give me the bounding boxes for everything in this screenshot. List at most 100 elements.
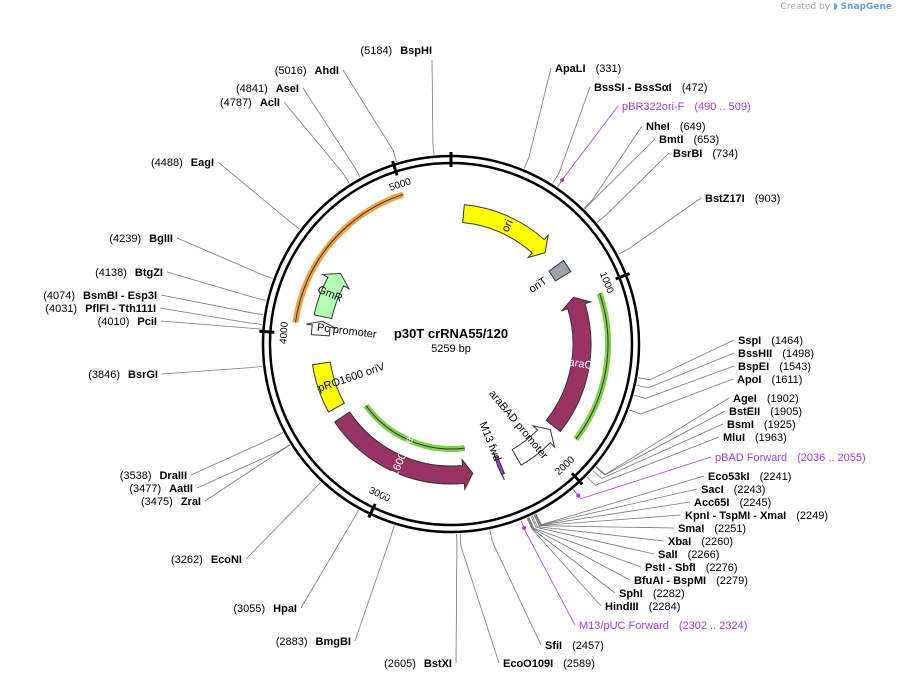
leader-bsteii [595,410,726,476]
site-name: BstXI [424,658,452,670]
site-name: BfuAI - BspMI [634,575,706,587]
site-name: PstI - SbfI [645,562,696,574]
site-bmgbi[interactable]: BmgBI(2883) [276,636,351,648]
leader-apoi [629,378,734,415]
primer-pbr322ori-f[interactable]: pBR322ori-F(490 .. 509) [622,101,751,113]
site-name: SalI [658,549,678,561]
site-bsrbi[interactable]: BsrBI(734) [673,148,738,160]
site-eagi[interactable]: EagI(4488) [151,157,214,169]
site-name: ZraI [181,496,201,508]
leader-btgzi [166,271,267,301]
site-psti-sbfi[interactable]: PstI - SbfI(2276) [645,562,738,574]
site-position: (4239) [109,233,141,245]
site-draiii[interactable]: DraIII(3538) [120,470,187,482]
site-xbai[interactable]: XbaI(2260) [668,536,733,548]
feature-pro1600-oriv[interactable] [311,361,346,413]
site-bstxi[interactable]: BstXI(2605) [384,658,452,670]
site-bsmbi-esp3i[interactable]: BsmBI - Esp3I(4074) [43,290,157,302]
site-eco53ki[interactable]: Eco53kI(2241) [708,471,791,483]
site-sphi[interactable]: SphI(2282) [619,588,685,600]
site-bfuai-bspmi[interactable]: BfuAI - BspMI(2279) [634,575,748,587]
feature-arabad-promoter[interactable] [511,424,556,466]
site-bsshii[interactable]: BssHII(1498) [738,348,814,360]
site-name: SspI [738,335,761,347]
feature-arac[interactable] [545,296,593,433]
site-leader-lines [159,59,735,664]
site-agei[interactable]: AgeI(1902) [733,393,799,405]
tick-5000 [391,160,399,176]
GmR-outline-arc-core [295,193,404,323]
site-bsssi-bsss-i[interactable]: BssSI - BssSαI (472) [594,82,707,94]
site-hindiii[interactable]: HindIII(2284) [605,601,680,613]
site-sali[interactable]: SalI (2266) [658,549,719,561]
site-name: KpnI - TspMI - XmaI [685,510,786,522]
site-mlui[interactable]: MluI (1963) [723,432,787,444]
site-nhei[interactable]: NheI(649) [646,121,706,133]
primer-pbad-forward[interactable]: pBAD Forward(2036 .. 2055) [715,452,866,464]
feature-ori[interactable] [462,204,550,259]
site-pflfi-tth111i[interactable]: PflFI - Tth111I(4031) [45,303,156,315]
site-bspei[interactable]: BspEI(1543) [738,361,811,373]
primer-marker [576,493,581,498]
site-econi[interactable]: EcoNI(3262) [171,554,242,566]
site-name: MluI [723,432,745,444]
feature-m13-fwd[interactable] [492,451,506,481]
site-btgzi[interactable]: BtgZI(4138) [95,267,163,279]
feature-pc-promoter[interactable] [306,320,337,337]
site-zrai[interactable]: ZraI (3475) [141,496,201,508]
site-bmti[interactable]: BmtI(653) [659,134,719,146]
site-acc65i[interactable]: Acc65I(2245) [694,497,771,509]
site-position: (3475) [141,496,173,508]
site-ahdi[interactable]: AhdI(5016) [275,65,339,77]
leader-acc65i [534,501,691,526]
site-position: (1902) [767,393,799,405]
site-position: (1963) [755,432,787,444]
site-smai[interactable]: SmaI(2251) [678,523,746,535]
site-pcii[interactable]: PciI(4010) [98,316,157,328]
site-apali[interactable]: ApaLI(331) [555,63,621,75]
site-position: (4074) [43,290,75,302]
site-ecoo109i[interactable]: EcoO109I (2589) [503,658,595,670]
site-position: (2589) [563,658,595,670]
feature-gmr[interactable] [313,272,351,320]
site-kpni-tspmi-xmai[interactable]: KpnI - TspMI - XmaI(2249) [685,510,828,522]
site-apoi[interactable]: ApoI(1611) [737,374,802,386]
feature-orit[interactable] [548,259,572,282]
site-position: (2243) [734,484,766,496]
feature-pro1600-rep[interactable] [334,411,474,492]
site-aatii[interactable]: AatII(3477) [129,483,193,495]
leader-asei [302,87,361,178]
site-acli[interactable]: AclI(4787) [220,97,280,109]
leader-bsrbi [596,152,670,223]
site-name: BmgBI [316,636,351,648]
site-bstz17i[interactable]: BstZ17I(903) [705,193,780,205]
site-position: (331) [596,63,622,75]
site-asei[interactable]: AseI(4841) [236,83,299,95]
site-sspi[interactable]: SspI(1464) [738,335,803,347]
site-name: EcoNI [211,554,242,566]
leader-pbr322ori-f [557,105,619,188]
site-bsrgi[interactable]: BsrGI(3846) [88,369,158,381]
site-name: XbaI [668,536,691,548]
site-name: pBAD Forward [715,452,787,464]
primer-m13-puc-forward[interactable]: M13/pUC Forward(2302 .. 2324) [579,620,747,632]
site-saci[interactable]: SacI(2243) [701,484,765,496]
site-bsteii[interactable]: BstEII(1905) [729,406,802,418]
site-bglii[interactable]: BglII (4239) [109,233,173,245]
leader-zrai [204,444,291,502]
site-position: (2266) [688,549,720,561]
leader-acli [283,101,350,184]
site-bsphi[interactable]: BspHI(5184) [360,45,432,57]
site-name: BtgZI [135,267,163,279]
site-bsmi[interactable]: BsmI(1925) [727,419,796,431]
site-hpai[interactable]: HpaI(3055) [233,603,297,615]
site-position: (472) [682,82,708,94]
site-name: BssSI - BssSαI [594,82,672,94]
leader-bstz17i [618,197,702,255]
site-name: EcoO109I [503,658,553,670]
site-name: BglII [149,233,173,245]
site-sfii[interactable]: SfiI(2457) [545,640,604,652]
leader-bmgbi [354,525,395,642]
plasmid-length: 5259 bp [431,343,471,355]
